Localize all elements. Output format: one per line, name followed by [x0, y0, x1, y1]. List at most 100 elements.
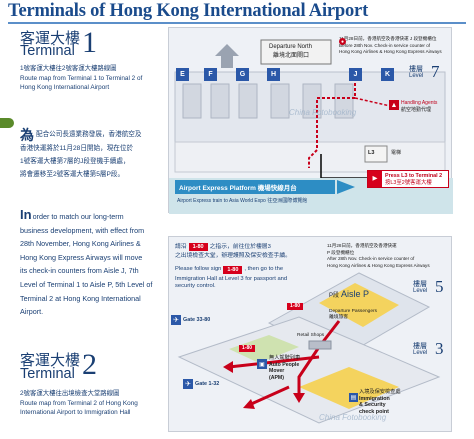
gate-e-marker: E	[176, 68, 189, 81]
handling-agents-icon: ▲	[389, 100, 399, 110]
immigration-label: 入境及保安檢查處 Immigration & Security check po…	[359, 389, 401, 415]
t2-en-desc-1: Route map from Terminal 2 of Hong Kong	[20, 400, 138, 407]
en-line-4: Level of Terminal 1 to Aisle P, 5th Leve…	[20, 279, 153, 289]
sign-1-80-badge: 1-80	[188, 243, 208, 251]
instr-cn-2: 之指示，前往位於樓層3	[209, 243, 271, 250]
instr-en-3: Immigration Hall at Level 3 for passport…	[175, 275, 288, 282]
cn-dropcap: 為	[20, 127, 34, 143]
terminal2-map-graphic	[177, 272, 441, 424]
immigration-cn: 入境及保安檢查處	[359, 389, 401, 395]
en-line-2: Hong Kong Express Airways will move	[20, 252, 143, 262]
t2-note-line-2: P 段登機櫃位	[327, 249, 355, 255]
cn-line-2: 1號客運大樓第7層的J段登機手續處，	[20, 158, 130, 165]
cn-paragraph: 為 配合公司長遠業務發展，香港航空及 香港快運將於11月28日開始，現在位於 1…	[20, 128, 168, 181]
en-line-5: Terminal 2 at Hong Kong International	[20, 293, 141, 303]
apm-cn: 無人駕駛列車	[269, 355, 301, 361]
t1-counter-note: 11月28日前，香港航空及香港快運 J 段登機櫃位 Before 28th No…	[339, 36, 449, 56]
en-paragraph: In order to match our long-term business…	[20, 207, 170, 319]
platform-label: Airport Express Platform 機場快線月台	[179, 182, 297, 192]
en-line-6: Airport.	[20, 307, 44, 317]
en-line-3: its check-in counters from Aisle J, 7th	[20, 266, 139, 276]
terminal2-map: 請沿 1-80 之指示，前往位於樓層3 之出境檢查大堂，辦理護照及保安檢查手續。…	[168, 236, 452, 432]
gate-33-80-sign: ✈ Gate 33-80	[171, 315, 210, 325]
t1-note-line-1: 11月28日前，香港航空及香港快運 J 段登機櫃位	[339, 36, 437, 41]
t2-level5-cn: 樓層	[413, 281, 427, 288]
gate-j-marker: J	[349, 68, 362, 81]
gate-h-marker: H	[267, 68, 280, 81]
t1-cn-desc: 1號客運大樓往2號客運大樓路線圖	[20, 65, 117, 72]
leaf-decoration	[0, 118, 14, 128]
route-sign-1: 1-80	[287, 303, 304, 310]
train-icon: ▣	[257, 359, 267, 369]
t1-level-num: 7	[431, 62, 440, 81]
departure-passengers-label: Departure Passengers	[329, 309, 377, 314]
t2-en-desc-2: International Airport to Immigration Hal…	[20, 409, 131, 416]
sign-1-80-badge-2: 1-80	[223, 265, 243, 274]
apm-en-2: Mover	[269, 368, 285, 374]
t1-note-line-3: Hong Kong Airlines & Hong Kong Express A…	[339, 49, 442, 54]
airplane-icon: ✈	[171, 315, 181, 325]
t1-note-line-2: Before 28th Nov. Check-in service counte…	[339, 42, 431, 48]
t2-cn-desc: 2號客運大樓往出境檢查大堂路線圖	[20, 390, 120, 397]
cn-line-0: 配合公司長遠業務發展，香港航空及	[36, 131, 142, 138]
title-divider	[8, 22, 466, 24]
lift-label: L3	[368, 150, 375, 156]
cn-line-1: 香港快運將於11月28日開始，現在位於	[20, 145, 134, 152]
press-l3-box: ▶ Press L3 to Terminal 2 按L3至2號客運大樓	[367, 170, 449, 188]
gate-g-marker: G	[236, 68, 249, 81]
gate-f-marker: F	[204, 68, 217, 81]
terminal1-map: E F G H J K Departure North 離境北面閘口 11月28…	[168, 27, 453, 214]
apm-en-3: (APM)	[269, 374, 284, 381]
departure-north-label: Departure North	[269, 44, 313, 50]
platform-cn: 機場快線月台	[257, 185, 297, 192]
t2-note-line-3: After 28th Nov. Check-in service counter…	[327, 256, 415, 261]
en-line-0: business development, with effect from	[20, 225, 145, 235]
passport-icon: ▤	[349, 393, 358, 402]
t2-counter-note: 11月28日前，香港航空及香港快運 P 段登機櫃位 After 28th Nov…	[327, 243, 451, 269]
handling-agents-cn: 航空地勤代理	[401, 107, 432, 113]
en-line-1: 28th November, Hong Kong Airlines &	[20, 239, 141, 249]
departure-passengers-cn: 離境旅客	[329, 315, 349, 320]
lift-l3-icon: ▶	[368, 171, 382, 187]
gate-33-80-label: Gate 33-80	[183, 316, 211, 323]
lift-badge: 電梯	[391, 150, 402, 156]
instr-cn-1: 請沿	[175, 243, 187, 250]
departure-north-cn: 離境北面閘口	[273, 53, 310, 59]
press-l3-cn: 按L3至2號客運大樓	[385, 180, 432, 186]
aisle-p-cn: P段	[329, 293, 340, 299]
t2-level3-cn: 樓層	[413, 343, 427, 350]
cn-line-3: 將會遷移至2號客運大樓第5層P段。	[20, 171, 125, 178]
t2-instructions: 請沿 1-80 之指示，前往位於樓層3 之出境檢查大堂，辦理護照及保安檢查手續。…	[175, 243, 325, 290]
immigration-en-3: check point	[359, 408, 389, 415]
t1-cn-title: 客運大樓	[20, 29, 81, 47]
gate-1-32-label: Gate 1-32	[195, 380, 220, 387]
instr-en-2: , then go to the	[244, 266, 284, 273]
en-dropcap: In	[20, 207, 32, 222]
en-first-line: order to match our long-term	[32, 212, 124, 221]
t1-level-cn: 樓層	[409, 66, 423, 73]
t1-level-en: Level	[409, 73, 424, 79]
airplane-icon-2: ✈	[183, 379, 193, 389]
t2-note-line-1: 11月28日前，香港航空及香港快運	[327, 243, 397, 248]
t1-en-title: Terminal	[20, 43, 75, 59]
route-sign-2: 1-80	[239, 345, 256, 352]
platform-en: Airport Express Platform	[179, 185, 256, 192]
platform-sub: Airport Express train to Asia World Expo…	[177, 198, 308, 204]
t1-en-desc-2: Hong Kong International Airport	[20, 84, 110, 91]
press-l3-en: Press L3 to Terminal 2	[385, 173, 443, 179]
instr-en-1: Please follow sign	[175, 266, 222, 273]
t2-level3-en: Level	[413, 350, 428, 356]
watermark-2: China Fotobooking	[319, 413, 387, 422]
t1-number: 1	[82, 26, 97, 59]
t2-level5-en: Level	[413, 288, 428, 294]
t2-number: 2	[82, 348, 97, 381]
apm-en-1: Auto People	[269, 361, 300, 368]
apm-label: 無人駕駛列車 Auto People Mover (APM)	[269, 355, 300, 381]
t2-en-title: Terminal	[20, 366, 75, 382]
t2-cn-title: 客運大樓	[20, 351, 81, 369]
instr-cn-3: 之出境檢查大堂，辦理護照及保安檢查手續。	[175, 253, 291, 259]
t2-level3-num: 3	[435, 339, 444, 358]
page-title: Terminals of Hong Kong International Air…	[8, 1, 369, 21]
instr-en-4: security control.	[175, 283, 216, 289]
